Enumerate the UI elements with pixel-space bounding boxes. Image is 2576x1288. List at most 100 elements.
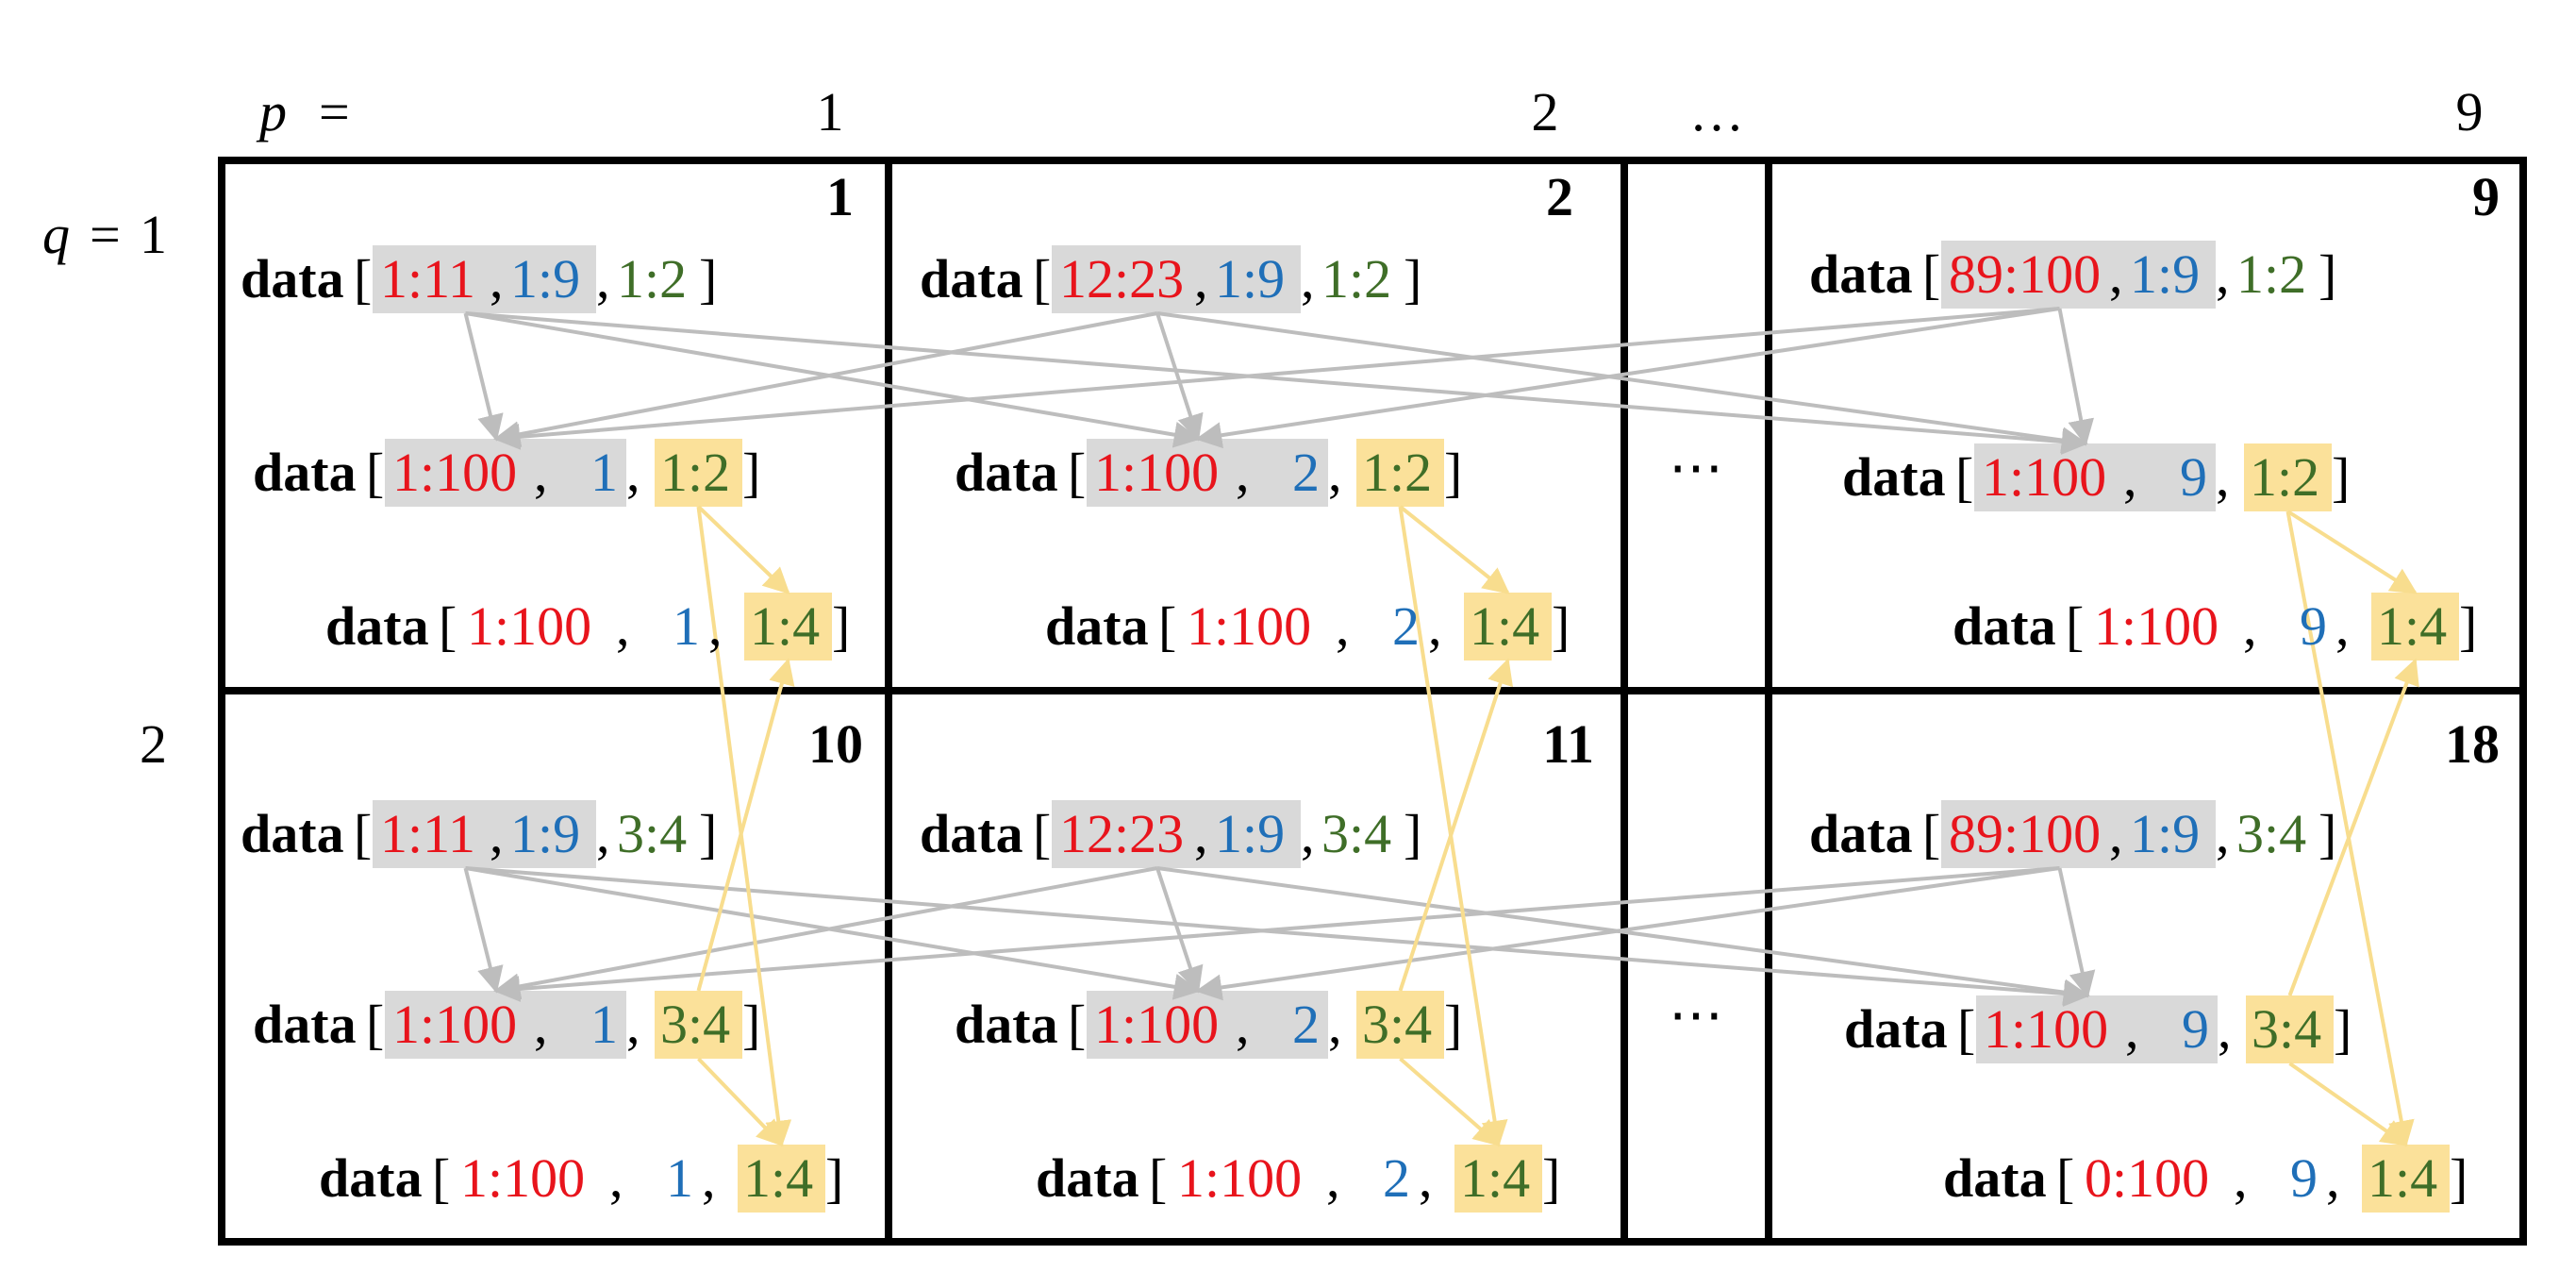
- close-bracket: ]: [1404, 248, 1421, 309]
- final-row-range: 1:100: [467, 595, 591, 657]
- close-bracket: ]: [742, 994, 760, 1055]
- open-bracket: [: [354, 248, 372, 309]
- target-col-index: 1: [590, 442, 618, 503]
- grey-transfer-arrow: [493, 866, 1158, 1000]
- comma: ,: [616, 595, 630, 657]
- open-bracket: [: [366, 994, 384, 1055]
- cell-10: 10data[1:11,1:9,3:4]data[1:100,1,3:4]dat…: [241, 713, 863, 1209]
- target-col-index: 1: [590, 994, 618, 1055]
- source-col-range: 1:9: [1215, 248, 1285, 309]
- data-keyword: data: [920, 803, 1023, 864]
- close-bracket: ]: [2459, 595, 2477, 657]
- close-bracket: ]: [742, 442, 760, 503]
- target-col-index: 2: [1292, 994, 1320, 1055]
- comma: ,: [1301, 248, 1315, 309]
- data-keyword: data: [1809, 243, 1913, 305]
- final-yellow-highlight: [738, 1145, 825, 1213]
- final-yellow-highlight: [2362, 1145, 2450, 1213]
- final-col-index: 1: [666, 1147, 693, 1209]
- transfer-arrows: [463, 307, 2419, 1147]
- open-bracket: [: [354, 803, 372, 864]
- open-bracket: [: [366, 442, 384, 503]
- source-col-range: 1:9: [510, 803, 580, 864]
- close-bracket: ]: [2332, 446, 2350, 508]
- comma: ,: [1236, 994, 1250, 1055]
- close-bracket: ]: [1552, 595, 1570, 657]
- final-yellow-highlight: [1464, 593, 1552, 661]
- comma: ,: [2109, 803, 2123, 864]
- target-yellow-highlight: [655, 991, 742, 1059]
- data-keyword: data: [955, 442, 1058, 503]
- highlight-boxes: [373, 241, 2459, 1213]
- comma: ,: [708, 595, 723, 657]
- final-depth-range: 1:4: [750, 595, 820, 657]
- source-col-range: 1:9: [2130, 243, 2200, 305]
- source-row-range: 89:100: [1949, 803, 2101, 864]
- yellow-transfer-arrow: [696, 506, 792, 1147]
- cell-number: 10: [808, 713, 863, 775]
- grey-transfer-arrow: [463, 312, 504, 442]
- target-depth-range: 3:4: [1362, 994, 1432, 1055]
- grid-outer-border: [218, 157, 2527, 1246]
- source-row-range: 12:23: [1059, 803, 1184, 864]
- close-bracket: ]: [2450, 1147, 2468, 1209]
- data-keyword: data: [1943, 1147, 2047, 1209]
- source-grey-highlight: [1941, 241, 2216, 309]
- yellow-transfer-arrow: [2285, 510, 2415, 1147]
- final-depth-range: 1:4: [2368, 1147, 2437, 1209]
- close-bracket: ]: [1444, 994, 1462, 1055]
- target-row-range: 1:100: [1982, 446, 2106, 508]
- target-grey-highlight: [1087, 991, 1328, 1059]
- column-ellipsis-row-2: ⋯: [1669, 984, 1723, 1045]
- comma: ,: [609, 1147, 623, 1209]
- final-col-index: 2: [1383, 1147, 1410, 1209]
- yellow-transfer-arrow: [1399, 505, 1510, 594]
- q-value-2: 2: [140, 713, 167, 775]
- yellow-transfer-arrow: [697, 505, 790, 594]
- final-depth-range: 1:4: [1460, 1147, 1530, 1209]
- source-row-range: 89:100: [1949, 243, 2101, 305]
- source-col-range: 1:9: [510, 248, 580, 309]
- cell-11: 11data[12:23,1:9,3:4]data[1:100,2,3:4]da…: [920, 713, 1594, 1209]
- q-equals-sign: =: [90, 204, 121, 265]
- target-grey-highlight: [385, 439, 626, 507]
- data-keyword: data: [1842, 446, 1946, 508]
- comma: ,: [2125, 998, 2139, 1060]
- yellow-transfer-arrow: [1399, 1057, 1501, 1146]
- grey-transfer-arrow: [493, 307, 2060, 450]
- data-keyword: data: [1844, 998, 1948, 1060]
- comma: ,: [1428, 595, 1442, 657]
- target-depth-range: 3:4: [660, 994, 730, 1055]
- p-value-ellipsis: …: [1689, 81, 1744, 142]
- yellow-transfer-arrow: [1398, 506, 1508, 1147]
- final-depth-range: 1:4: [1470, 595, 1539, 657]
- target-col-index: 9: [2182, 998, 2209, 1060]
- comma: ,: [490, 248, 504, 309]
- close-bracket: ]: [1444, 442, 1462, 503]
- open-bracket: [: [1068, 994, 1086, 1055]
- yellow-transfer-arrow: [2288, 1062, 2408, 1146]
- close-bracket: ]: [2318, 243, 2336, 305]
- grey-transfer-arrow: [465, 866, 2090, 1007]
- comma: ,: [596, 803, 610, 864]
- comma: ,: [596, 248, 610, 309]
- close-bracket: ]: [2334, 998, 2352, 1060]
- open-bracket: [: [1068, 442, 1086, 503]
- final-yellow-highlight: [744, 593, 832, 661]
- open-bracket: [: [1149, 1147, 1167, 1209]
- target-col-index: 9: [2180, 446, 2207, 508]
- q-value-1: 1: [140, 204, 167, 265]
- final-yellow-highlight: [1454, 1145, 1542, 1213]
- source-row-range: 1:11: [380, 803, 475, 864]
- final-row-range: 0:100: [2085, 1147, 2209, 1209]
- comma: ,: [1194, 248, 1208, 309]
- comma: ,: [626, 994, 640, 1055]
- q-variable-label: q: [42, 204, 70, 265]
- cell-2: 2data[12:23,1:9,1:2]data[1:100,2,1:2]dat…: [920, 166, 1573, 657]
- target-grey-highlight: [1974, 443, 2216, 511]
- open-bracket: [: [432, 1147, 450, 1209]
- target-grey-highlight: [1976, 995, 2218, 1063]
- data-keyword: data: [1036, 1147, 1139, 1209]
- open-bracket: [: [2056, 1147, 2074, 1209]
- data-keyword: data: [241, 248, 344, 309]
